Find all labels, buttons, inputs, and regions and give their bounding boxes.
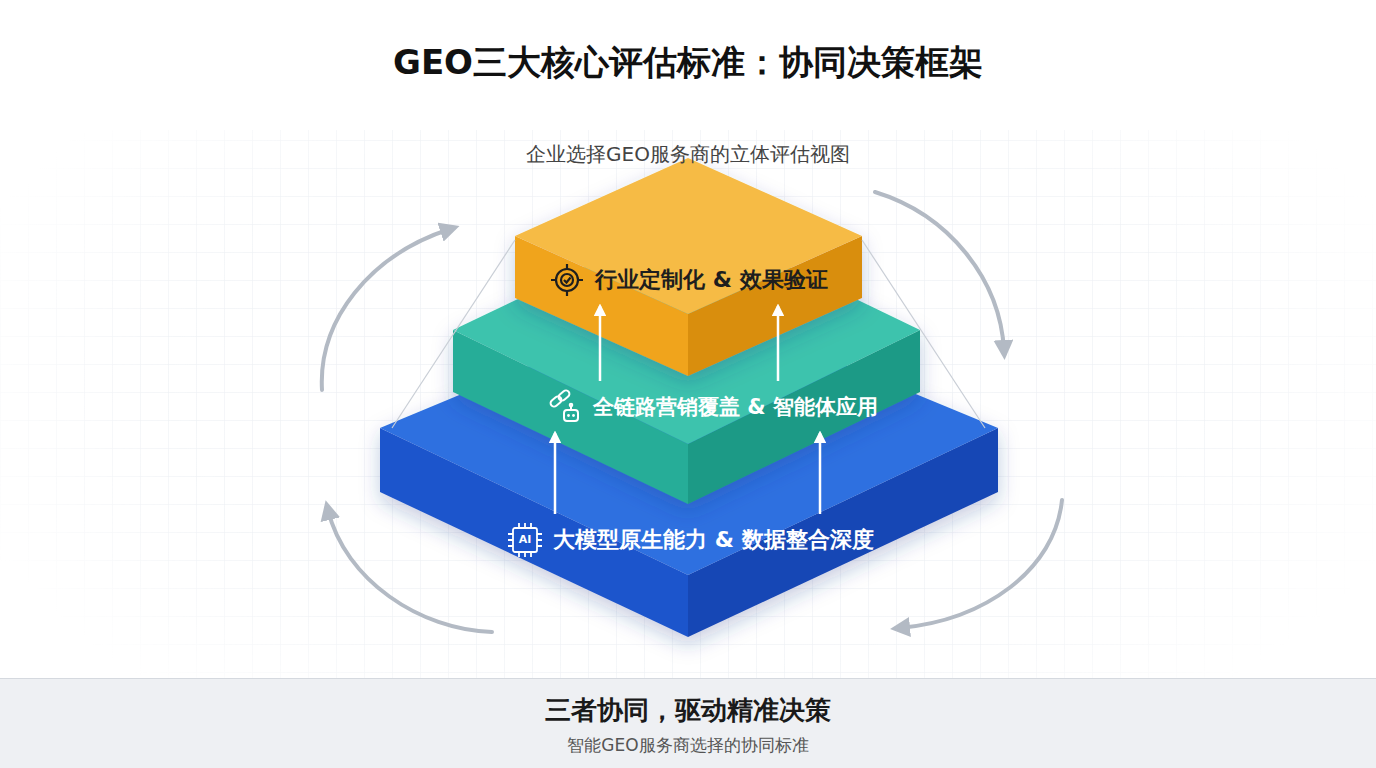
layer-text: 大模型原生能力 & 数据整合深度: [553, 525, 874, 555]
up-arrow: [777, 306, 780, 381]
band-subtext: 智能GEO服务商选择的协同标准: [0, 734, 1376, 757]
grid-ground: [0, 130, 1376, 678]
link-robot-icon: [547, 389, 583, 425]
icon-label: AI: [507, 522, 543, 558]
summary-band: 三者协同，驱动精准决策智能GEO服务商选择的协同标准: [0, 678, 1376, 768]
up-arrow: [599, 306, 602, 381]
icon-holder: [549, 262, 585, 298]
subtitle: 企业选择GEO服务商的立体评估视图: [0, 141, 1376, 168]
target-icon: [549, 262, 585, 298]
layer-text: 全链路营销覆盖 & 智能体应用: [593, 393, 878, 421]
orange-layer: [515, 158, 862, 376]
guide-lines: [392, 240, 985, 428]
up-arrow: [554, 433, 557, 514]
band-heading: 三者协同，驱动精准决策: [0, 693, 1376, 728]
up-arrow: [819, 433, 822, 514]
icon-holder: [547, 389, 583, 425]
middle-layer-label: 全链路营销覆盖 & 智能体应用: [537, 383, 888, 431]
diagram-title: GEO三大核心评估标准：协同决策框架: [0, 40, 1376, 86]
layer-text: 行业定制化 & 效果验证: [595, 265, 828, 295]
base-layer-label: AI 大模型原生能力 & 数据整合深度: [497, 516, 884, 564]
icon-holder: AI: [507, 522, 543, 558]
top-layer-label: 行业定制化 & 效果验证: [539, 256, 838, 304]
